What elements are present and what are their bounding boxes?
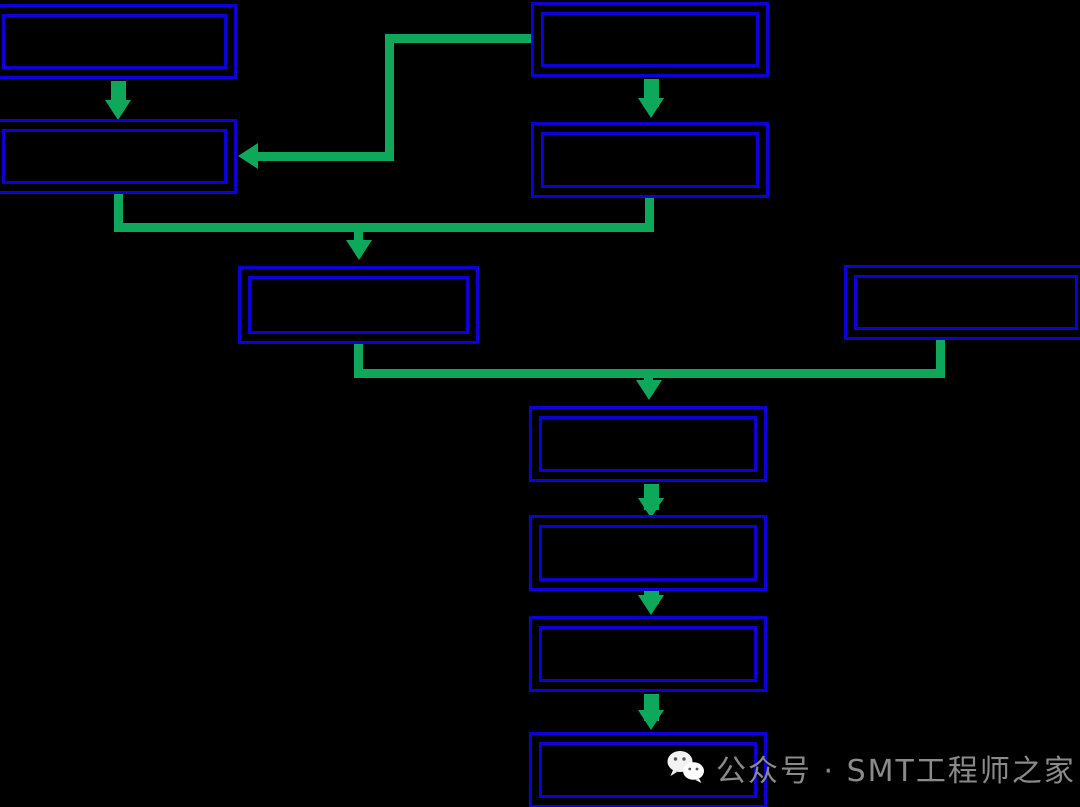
node-n4[interactable]	[531, 122, 769, 198]
node-n6-label	[854, 275, 1078, 330]
connector-n5-merge-vertical	[354, 342, 363, 378]
connector-merge-drop-upper	[354, 223, 363, 243]
node-n5[interactable]	[238, 266, 479, 344]
node-n9-label	[539, 626, 757, 682]
connector-n3-n2-top-horizontal	[385, 34, 533, 43]
node-n10[interactable]	[529, 732, 767, 807]
connector-n3-n2-bottom-horizontal	[256, 152, 391, 161]
node-n10-label	[539, 742, 757, 798]
connector-n8-n9-arrowhead	[638, 595, 664, 615]
connector-n2-merge-vertical	[114, 194, 123, 232]
node-n3[interactable]	[531, 2, 769, 77]
node-n4-label	[541, 132, 759, 188]
connector-n3-n4-arrowhead	[638, 98, 664, 118]
connector-n9-n10-arrowhead	[638, 710, 664, 730]
watermark-text: 公众号 · SMT工程师之家	[716, 754, 1076, 789]
node-n5-label	[248, 276, 469, 334]
node-n6[interactable]	[844, 265, 1080, 340]
connector-n1-n2-arrowhead	[105, 100, 131, 120]
node-n3-label	[541, 12, 759, 67]
node-n7-label	[539, 416, 757, 472]
connector-merge-arrowhead-upper	[346, 240, 372, 260]
node-n8-label	[539, 525, 757, 581]
connector-n3-n2-arrowhead	[238, 143, 258, 169]
connector-merge-bar-upper	[114, 223, 654, 232]
node-n2[interactable]	[0, 119, 237, 194]
node-n1-label	[2, 14, 227, 69]
node-n8[interactable]	[529, 515, 767, 591]
connector-merge-arrowhead-lower	[636, 380, 662, 400]
connector-n7-n8-arrowhead	[638, 498, 664, 518]
node-n9[interactable]	[529, 616, 767, 692]
connector-merge-drop-lower	[644, 369, 653, 385]
node-n2-label	[2, 129, 227, 184]
node-n7[interactable]	[529, 406, 767, 482]
connector-n3-n2-vertical	[385, 34, 394, 161]
connector-n6-merge-vertical	[936, 326, 945, 378]
connector-n4-merge-vertical	[645, 198, 654, 232]
node-n1[interactable]	[0, 4, 237, 79]
